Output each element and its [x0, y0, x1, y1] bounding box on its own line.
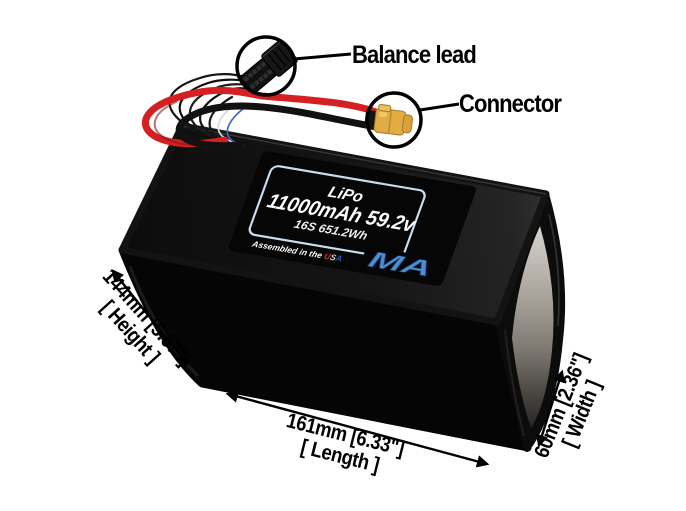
label-sticker	[228, 151, 477, 286]
dimension-arrows	[111, 269, 565, 468]
power-wire-black	[175, 102, 380, 150]
balance-leader-line	[293, 52, 352, 61]
label-chemistry: LiPo	[326, 184, 366, 206]
connector-label: Connector	[459, 90, 562, 118]
end-face-wrinkle-2	[548, 213, 560, 327]
battery-label: LiPo 11000mAh 59.2v 16S 651.2Wh Assemble…	[228, 151, 477, 286]
logo-backing	[358, 246, 446, 284]
usa-a: A	[333, 253, 343, 264]
label-border	[248, 165, 426, 260]
callout-marks	[235, 35, 460, 149]
height-arrow	[111, 269, 189, 366]
balance-lead-label: Balance lead	[352, 41, 477, 69]
wires	[141, 73, 380, 150]
connector-leader-line	[419, 102, 460, 112]
balance-connector	[239, 40, 298, 95]
balance-callout-circle	[235, 35, 297, 97]
power-wire-red	[141, 87, 380, 148]
top-edge-highlight	[181, 125, 547, 195]
end-face-wrinkle-1	[504, 329, 525, 437]
connector-callout-circle	[365, 91, 423, 149]
length-arrow	[225, 390, 490, 468]
usa-u: U	[323, 251, 333, 262]
battery-body: LiPo 11000mAh 59.2v 16S 651.2Wh Assemble…	[118, 122, 566, 452]
width-arrow	[536, 369, 565, 448]
usa-s: S	[329, 252, 338, 262]
balance-wire-1	[168, 73, 246, 133]
